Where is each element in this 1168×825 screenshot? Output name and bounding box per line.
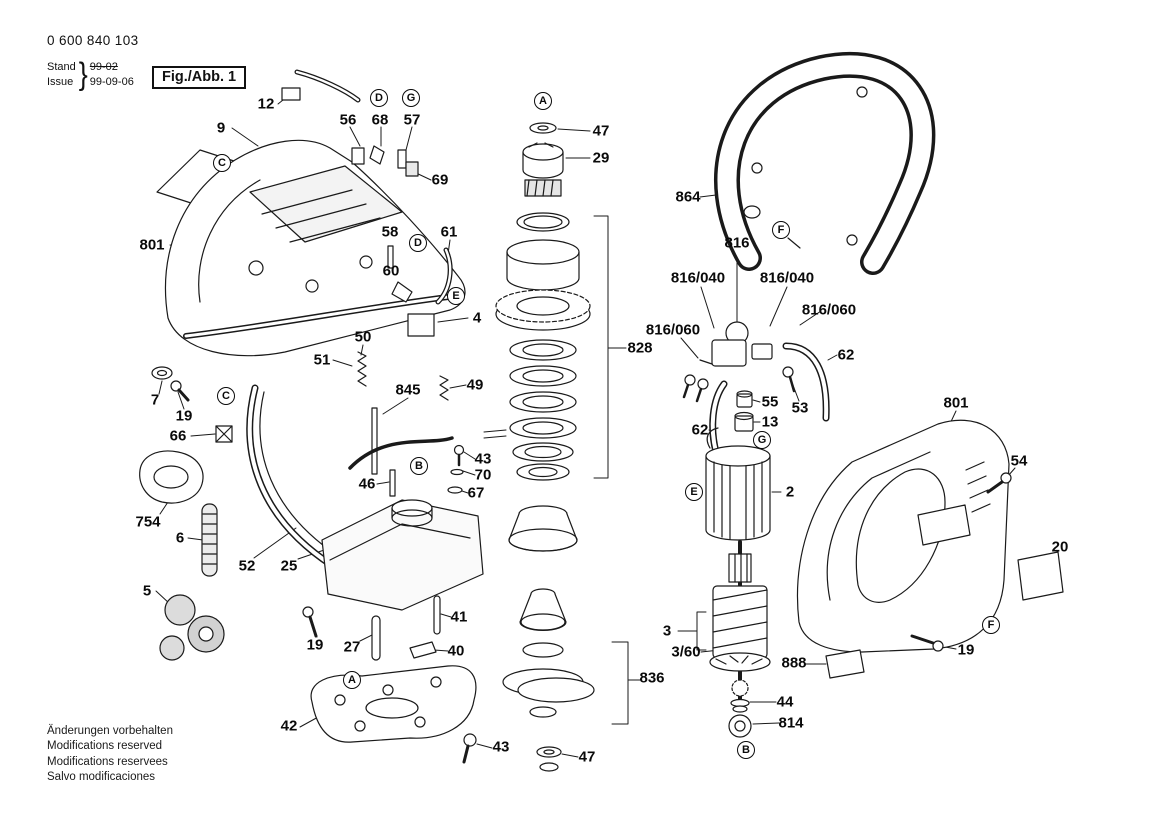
- left-housing-inner: [198, 179, 261, 303]
- washer-7: [151, 366, 173, 380]
- label-plate-20: [1017, 551, 1064, 601]
- washer-47-top: [529, 122, 557, 134]
- footer-note-de: Änderungen vorbehalten: [47, 725, 173, 737]
- pin-58: [387, 245, 394, 269]
- bushing-13: [734, 411, 754, 432]
- base-plate: [310, 665, 477, 743]
- issue-block: Stand Issue } 99-02 99-09-06: [47, 56, 134, 92]
- bushing-55: [736, 390, 753, 408]
- date-new: 99-09-06: [89, 75, 134, 88]
- bearing-814: [728, 714, 752, 738]
- screw-19-bottom: [302, 606, 318, 638]
- document-number: 0 600 840 103: [47, 33, 139, 48]
- footer-notes: Änderungen vorbehalten Modifications res…: [47, 724, 173, 785]
- pin-845: [371, 407, 378, 475]
- figure-label: Fig./Abb. 1: [152, 66, 247, 89]
- handle-rod: [294, 69, 361, 103]
- spring-49: [439, 375, 449, 401]
- vent-slats: [965, 461, 991, 513]
- armature-core: [712, 585, 768, 659]
- spring-stack-828: [509, 339, 577, 481]
- guard-bar: [246, 384, 337, 570]
- bracket-4: [407, 313, 435, 337]
- issue-brace: }: [78, 56, 88, 92]
- fan: [709, 652, 771, 672]
- switch-screws: [682, 374, 709, 403]
- clip-56: [351, 147, 365, 165]
- footer-note-en: Modifications reserved: [47, 740, 163, 753]
- lever-60: [391, 281, 413, 303]
- right-housing: [796, 419, 1010, 653]
- commutator: [728, 553, 752, 583]
- pin-57: [397, 149, 407, 169]
- plate-888: [825, 649, 865, 679]
- pinion: [731, 679, 749, 697]
- footer-note-es: Salvo modificaciones: [47, 770, 156, 783]
- clip-69: [405, 161, 419, 177]
- bracket-40: [409, 641, 437, 659]
- top-handle: [714, 51, 936, 275]
- connector-66: [215, 425, 233, 443]
- hub-drum: [524, 179, 562, 197]
- field-coil: [705, 427, 771, 541]
- screw-43-bottom: [462, 733, 477, 764]
- label-recess: [917, 504, 971, 546]
- spring-50: [357, 351, 367, 387]
- screw-19-left: [170, 380, 190, 402]
- gear-stack: [495, 122, 591, 552]
- issue-label: Issue: [47, 75, 74, 88]
- washer-47-bottom: [536, 746, 562, 758]
- footer-note-fr: Modifications reservees: [47, 755, 168, 768]
- screw-washers-43-70-67: [447, 444, 465, 494]
- left-housing-ribs: [261, 189, 381, 243]
- clip-68: [369, 145, 385, 165]
- ring-gear: [495, 289, 591, 331]
- screw-19-right: [910, 634, 944, 652]
- date-old: 99-02: [89, 60, 118, 73]
- pin-41: [433, 595, 441, 635]
- gearbox-housing: [321, 499, 484, 611]
- clip-12: [281, 87, 301, 101]
- tube-6: [201, 503, 218, 577]
- leader-lines: [155, 95, 1058, 758]
- snap-ring: [516, 212, 570, 232]
- grip-754: [139, 450, 204, 504]
- link-rod-845: [348, 436, 454, 470]
- lower-spindle-stack: [462, 588, 595, 772]
- stand-label: Stand: [47, 60, 76, 73]
- screw-53: [782, 366, 796, 393]
- pin-46: [389, 469, 396, 497]
- screw-54: [986, 472, 1012, 494]
- cone-pulley: [508, 505, 578, 552]
- switch-assembly: [682, 321, 796, 403]
- gear-set-5: [159, 594, 225, 661]
- clutch-drum: [506, 239, 580, 291]
- pin-27: [371, 615, 381, 661]
- guard-bar-inner: [259, 391, 339, 557]
- armature: [709, 540, 771, 702]
- clutch-29: [522, 142, 564, 179]
